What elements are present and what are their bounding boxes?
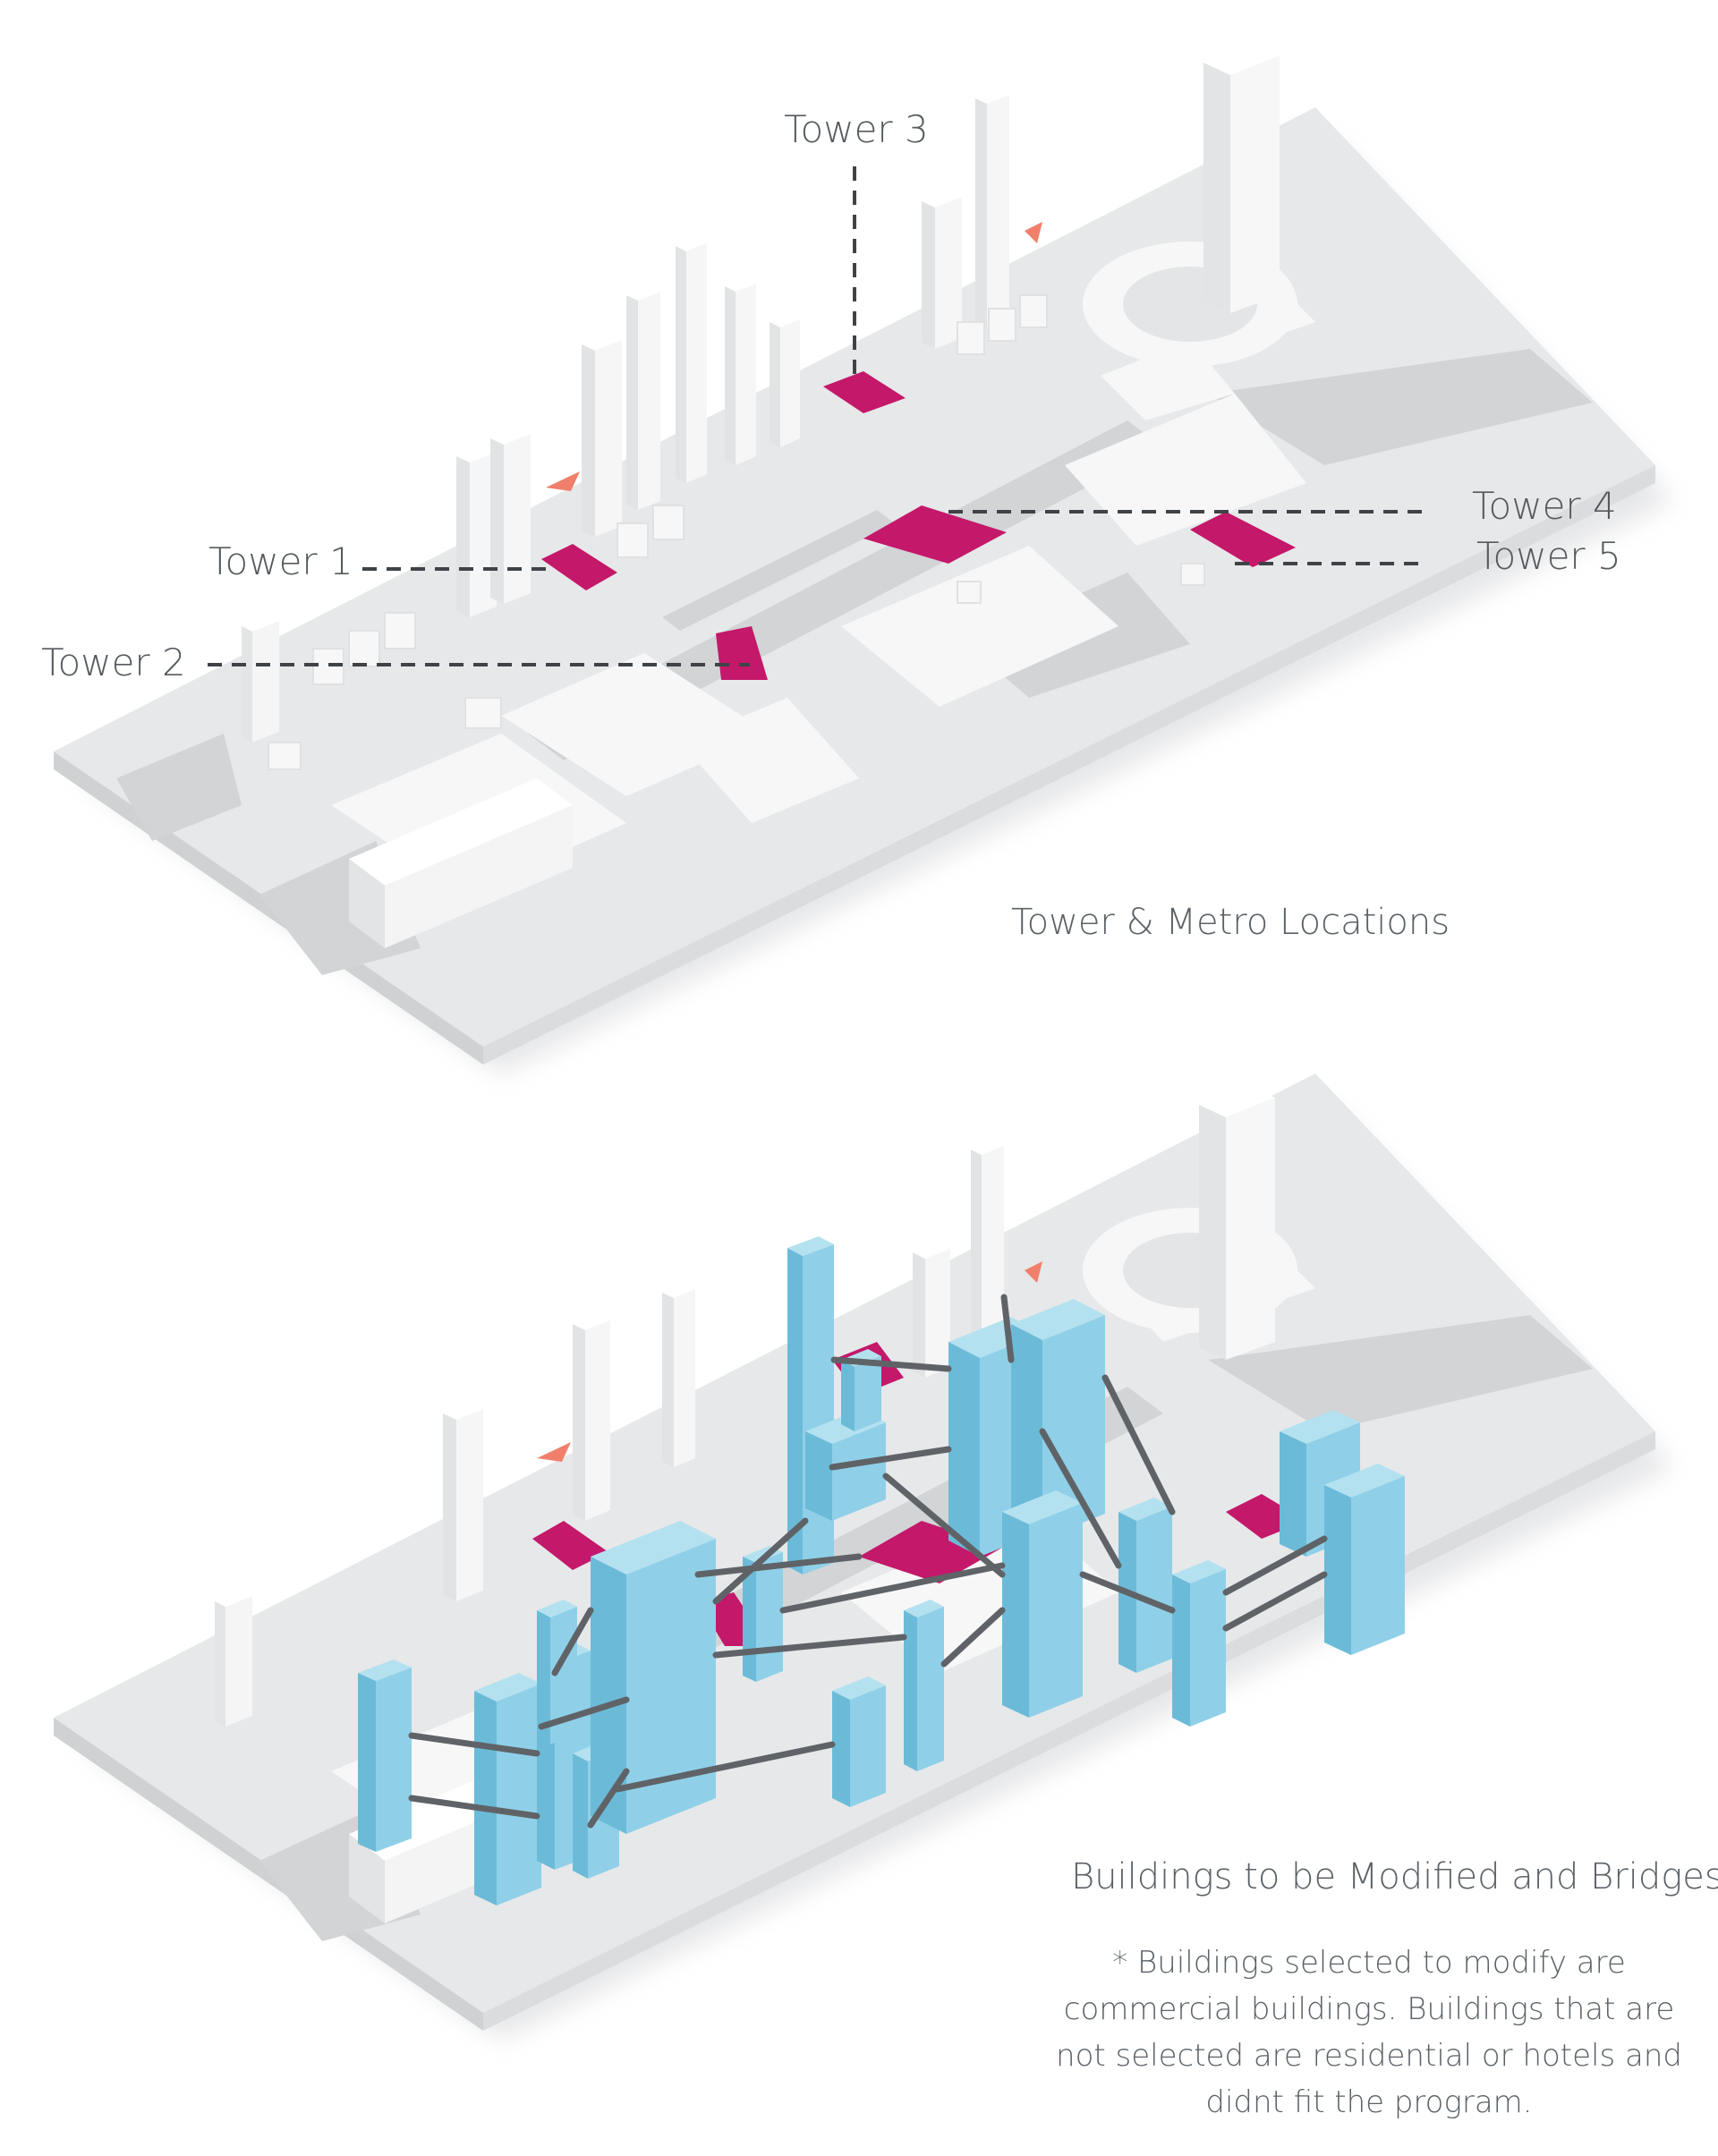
tower-3-label: Tower 3 xyxy=(784,107,929,151)
tower-5-label: Tower 5 xyxy=(1476,534,1621,578)
tower-3-site xyxy=(823,371,906,413)
tower-leader-lines xyxy=(208,166,1427,666)
metro-canopy-1 xyxy=(546,471,580,491)
tower-1-site xyxy=(541,544,617,590)
tower-5-site xyxy=(1190,512,1296,567)
top-buildings xyxy=(242,43,1280,948)
top-site-model xyxy=(54,43,1673,1074)
tower-2-label: Tower 2 xyxy=(41,641,186,684)
tower-1-label: Tower 1 xyxy=(208,539,353,583)
footnote: * Buildings selected to modify are comme… xyxy=(1056,1945,1682,2120)
top-tower-sites xyxy=(541,371,1296,680)
bottom-diagram-caption: Buildings to be Modified and Bridges xyxy=(1071,1856,1718,1897)
bottom-site-model xyxy=(54,1074,1673,2040)
top-diagram-caption: Tower & Metro Locations xyxy=(1011,902,1450,943)
metro-canopy-2 xyxy=(1025,222,1042,243)
tower-4-label: Tower 4 xyxy=(1472,484,1617,528)
tower-4-site xyxy=(863,505,1007,564)
sky-bridges xyxy=(408,1294,1328,1829)
